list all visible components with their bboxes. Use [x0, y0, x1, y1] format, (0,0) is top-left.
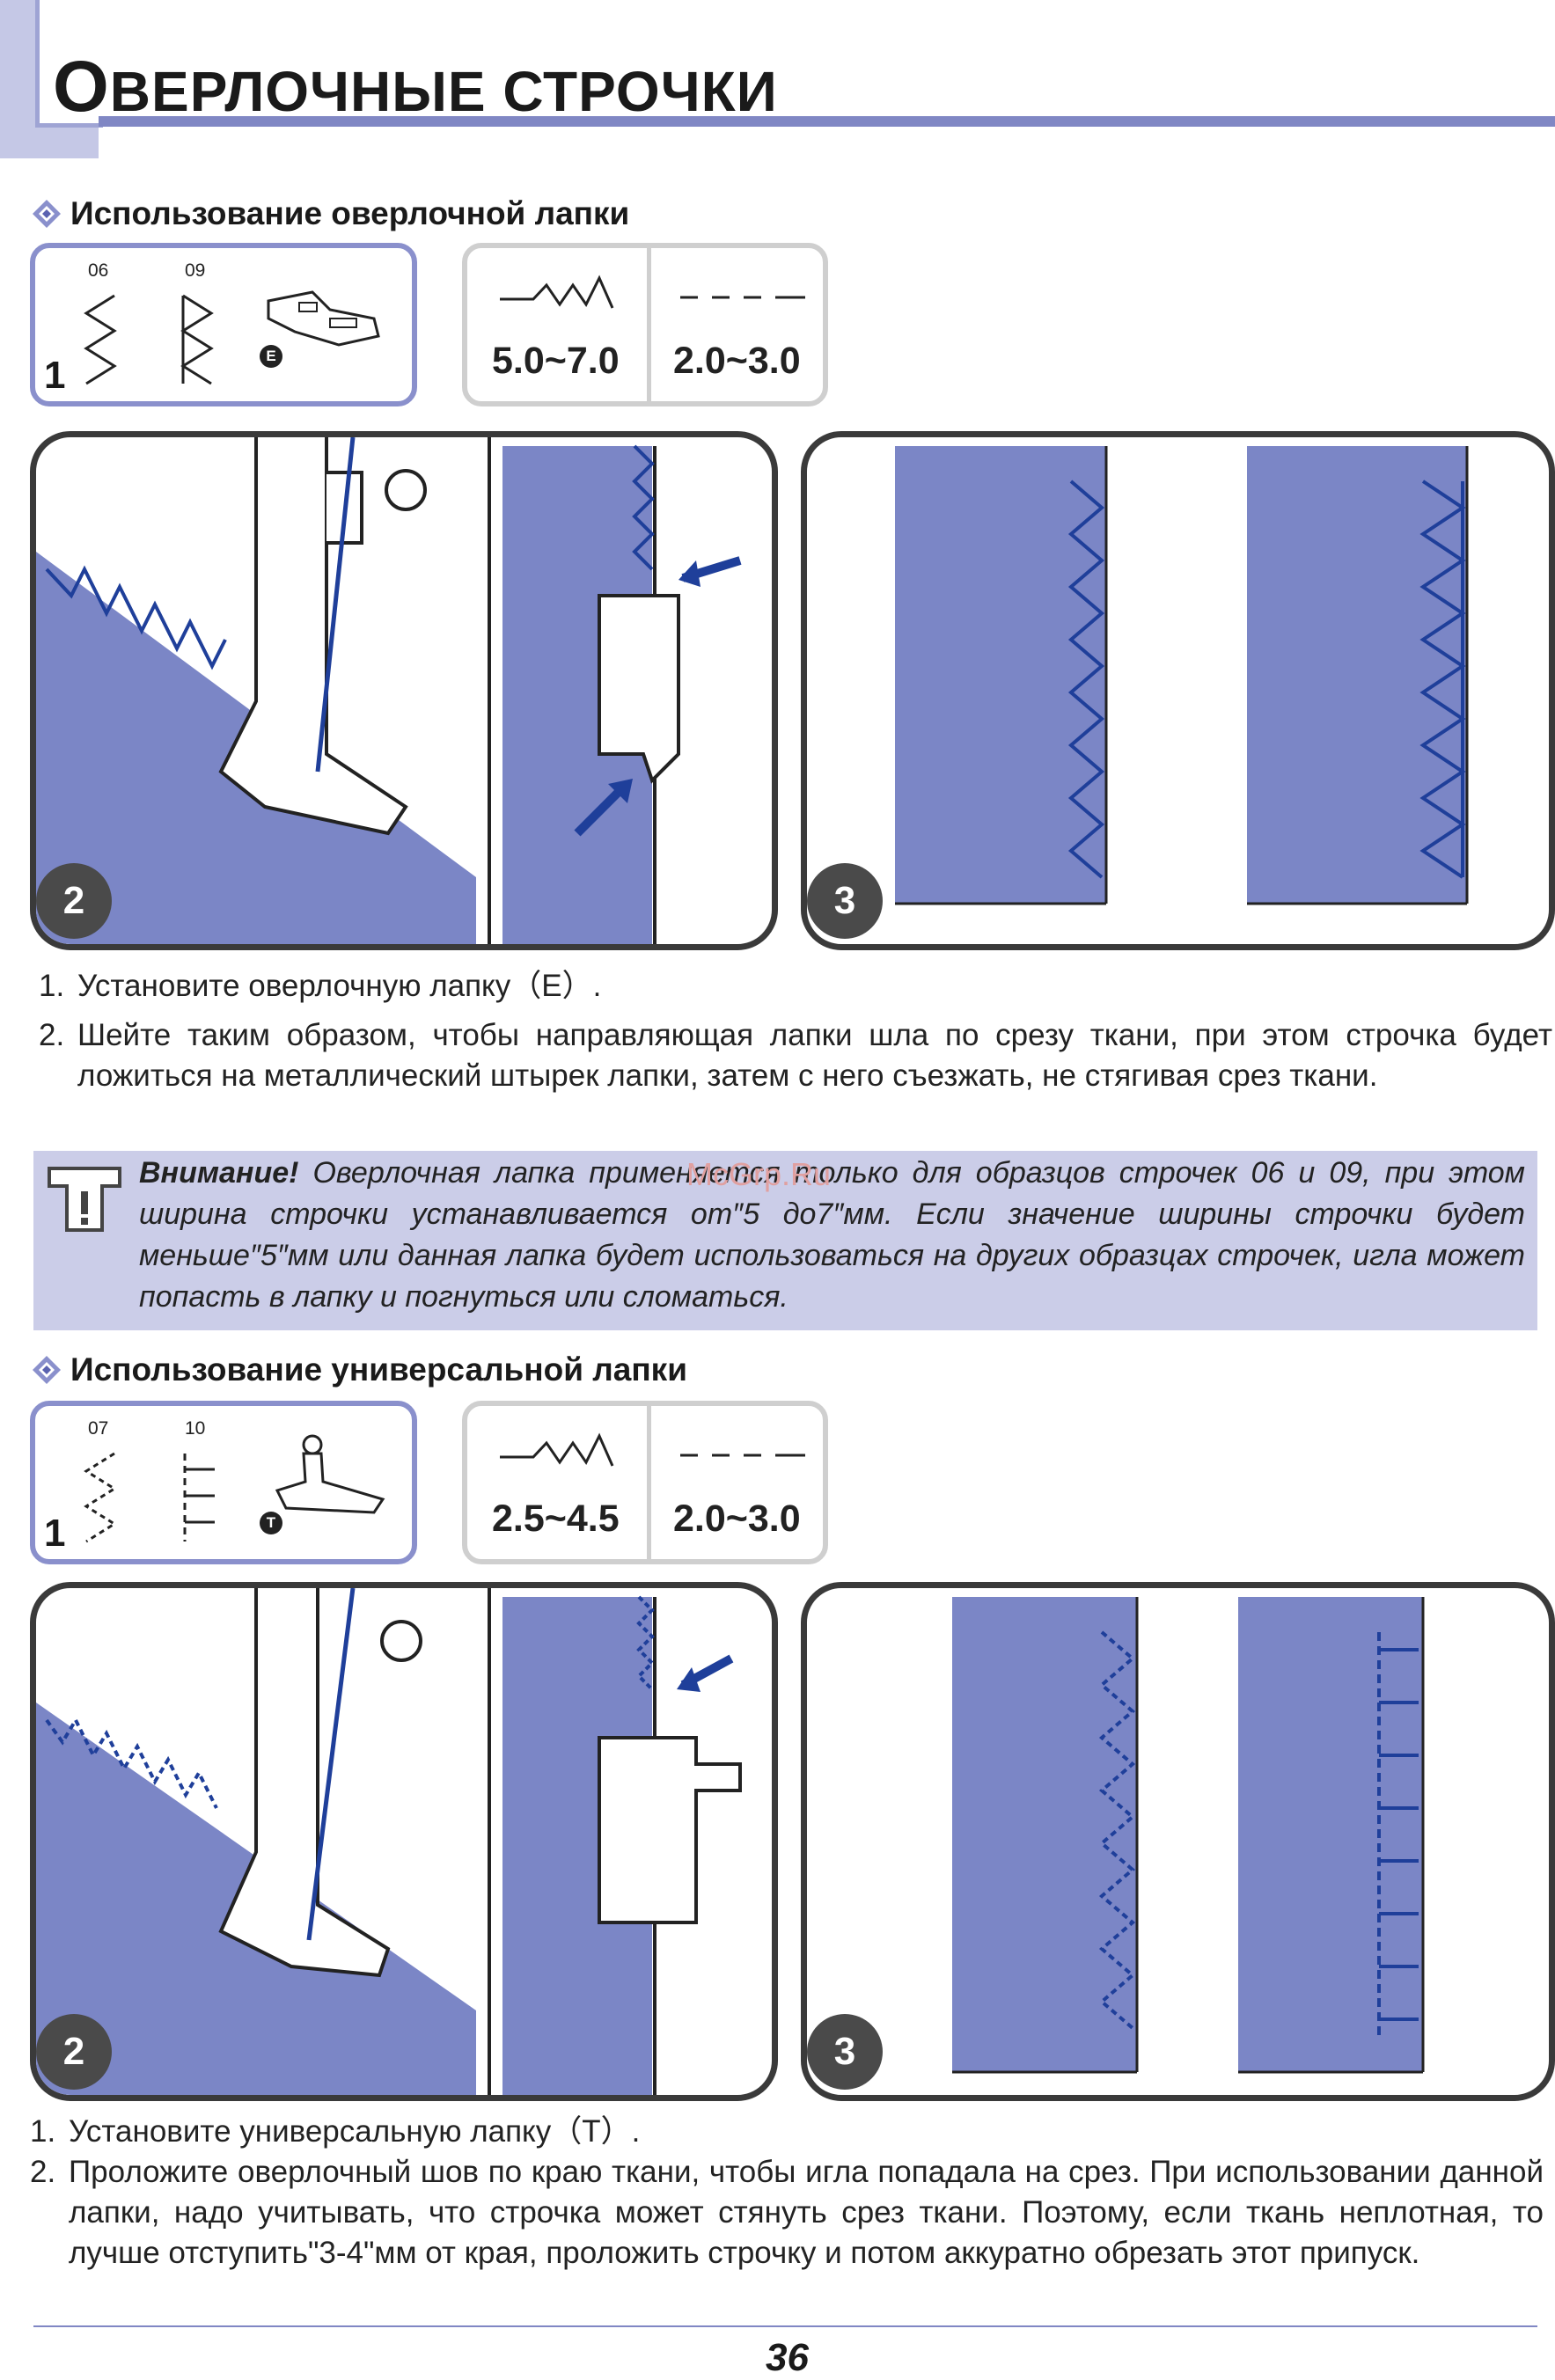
warning-note-text: Внимание! Оверлочная лапка применяется т…: [139, 1153, 1525, 1318]
title-initial: О: [53, 47, 110, 127]
note-label: Внимание!: [139, 1156, 299, 1190]
section1-step2-illustration: 2: [30, 431, 778, 950]
watermark: McGrp.Ru: [686, 1156, 832, 1192]
page-number: 36: [766, 2336, 809, 2379]
title-rest: ВЕРЛОЧНЫЕ СТРОЧКИ: [109, 60, 778, 123]
step2-number-badge: 2: [36, 863, 112, 939]
warning-icon: [48, 1167, 121, 1232]
section2-instruction-1: 1. Установите универсальную лапку（T）.: [30, 2114, 641, 2149]
overlock-stitch-06-icon: [84, 294, 117, 385]
overlock-foot-icon: [267, 290, 380, 347]
section1-instruction-1: 1. Установите оверлочную лапку（E）.: [39, 969, 602, 1003]
length-value: 2.0~3.0: [673, 340, 801, 382]
overlock-stitch-09-icon: [180, 294, 214, 385]
pattern-number-10: 10: [185, 1418, 206, 1439]
step3-number-badge: 3: [807, 2014, 883, 2090]
straight-length-icon: [680, 1454, 805, 1457]
note-body: Оверлочная лапка применяется только для …: [139, 1156, 1525, 1314]
title-rule: [99, 116, 1555, 127]
footer-rule: [33, 2325, 1537, 2327]
section2-settings-panel: 2.5~4.5 2.0~3.0: [462, 1401, 828, 1564]
zigzag-width-icon: [500, 1432, 614, 1467]
page-title: ОВЕРЛОЧНЫЕ СТРОЧКИ: [53, 46, 778, 128]
overlock-stitch-07-icon: [84, 1452, 117, 1543]
section2-heading: Использование универсальной лапки: [70, 1351, 687, 1388]
section2-instruction-2: 2. Проложите оверлочный шов по краю ткан…: [30, 2155, 1544, 2270]
step1-number: 1: [44, 1512, 66, 1555]
section1-step3-illustration: 3: [801, 431, 1555, 950]
diamond-bullet-icon: [33, 1356, 61, 1384]
zigzag-width-icon: [500, 275, 614, 309]
section1-instruction-2: 2. Шейте таким образом, чтобы направляющ…: [39, 1018, 1552, 1093]
diamond-bullet-icon: [33, 200, 61, 228]
straight-length-icon: [680, 296, 805, 299]
step2-number-badge: 2: [36, 2014, 112, 2090]
foot-letter-badge: E: [260, 345, 282, 368]
section2-step2-illustration: 2: [30, 1582, 778, 2101]
section1-settings-panel: 5.0~7.0 2.0~3.0: [462, 243, 828, 406]
pattern-number-09: 09: [185, 260, 206, 281]
width-value: 5.0~7.0: [492, 340, 620, 382]
width-value: 2.5~4.5: [492, 1498, 620, 1540]
section2-step3-illustration: 3: [801, 1582, 1555, 2101]
title-box-decoration: [35, 0, 103, 128]
section1-heading: Использование оверлочной лапки: [70, 195, 630, 231]
overlock-stitch-10-icon: [183, 1454, 215, 1542]
section2-step1-panel: 07 10 T 1: [30, 1401, 417, 1564]
pattern-number-07: 07: [88, 1418, 109, 1439]
foot-letter-badge: T: [260, 1512, 282, 1534]
universal-foot-icon: [275, 1434, 385, 1514]
step3-number-badge: 3: [807, 863, 883, 939]
length-value: 2.0~3.0: [673, 1498, 801, 1540]
pattern-number-06: 06: [88, 260, 109, 281]
step1-number: 1: [44, 354, 66, 397]
warning-note-box: [33, 1151, 1537, 1330]
section1-step1-panel: 06 09 E 1: [30, 243, 417, 406]
